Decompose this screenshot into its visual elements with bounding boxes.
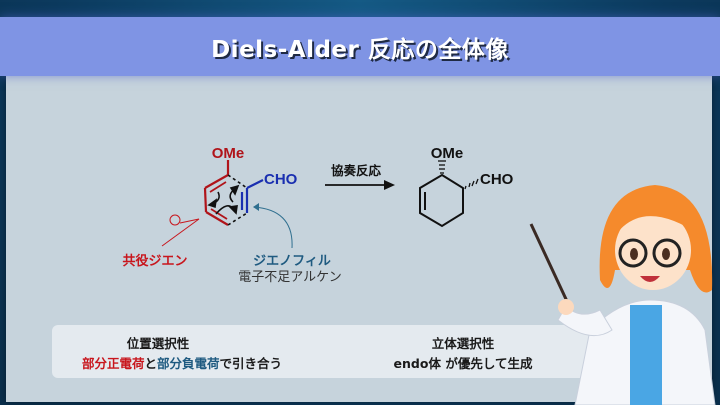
slide-title: Diels-Alder 反応の全体像 — [211, 36, 509, 63]
forming-bonds — [227, 174, 248, 226]
diene-ome: OMe — [212, 145, 245, 162]
arrow-label: 協奏反応 — [331, 163, 382, 178]
summary-box — [52, 325, 590, 378]
hand — [558, 299, 574, 315]
stereo-text: endo体 が優先して生成 — [393, 356, 533, 371]
diene — [203, 160, 230, 226]
dienophile-cho: CHO — [264, 171, 298, 188]
hashed-bonds — [438, 160, 479, 190]
attract-text: で引き合う — [219, 356, 283, 371]
diene-pointer — [161, 214, 200, 247]
dienophile-sublabel: 電子不足アルケン — [238, 270, 342, 285]
dienophile-pointer — [253, 206, 293, 249]
glasses-right — [652, 238, 682, 268]
dienophile-label: ジエノフィル — [253, 254, 331, 269]
product-ome: OMe — [431, 145, 464, 162]
regio-title: 位置選択性 — [126, 336, 190, 351]
glasses-left — [618, 238, 648, 268]
partial-positive: 部分正電荷 — [81, 356, 145, 371]
partial-negative: 部分負電荷 — [157, 356, 220, 371]
diene-label: 共役ジエン — [122, 254, 188, 269]
regio-text: 部分正電荷と部分負電荷で引き合う — [82, 353, 282, 372]
stereo-title: 立体選択性 — [431, 336, 495, 351]
product-cho: CHO — [480, 171, 514, 188]
pointer-stick — [529, 223, 574, 313]
electron-flow-arrows — [207, 184, 240, 215]
shirt — [630, 305, 662, 405]
product-ring — [419, 173, 464, 228]
dienophile — [240, 179, 264, 213]
title-banner: Diels-Alder 反応の全体像 — [0, 17, 720, 76]
connector: と — [144, 356, 157, 371]
mouth — [640, 276, 660, 282]
